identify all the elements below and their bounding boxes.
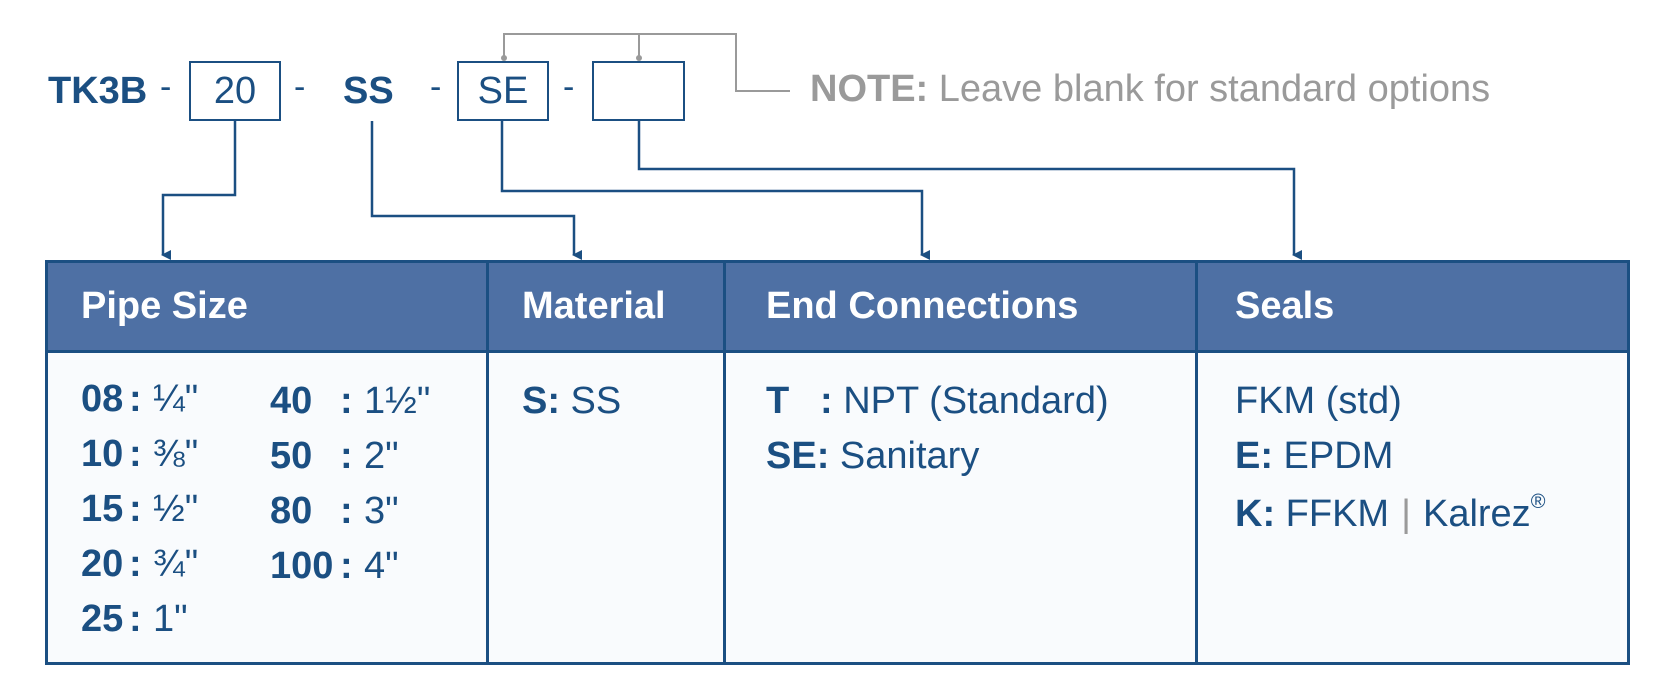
note-bracket-dot bbox=[501, 55, 507, 61]
pipe-size-option: 100:4" bbox=[270, 545, 399, 587]
seals-column: Seals FKM (std) E: EPDM K: FFKM|Kalrez® bbox=[1198, 263, 1627, 662]
end-connections-header-label: End Connections bbox=[766, 285, 1079, 327]
pipe-size-header: Pipe Size bbox=[48, 263, 486, 353]
registered-mark: ® bbox=[1530, 491, 1546, 513]
code-dash: - bbox=[563, 68, 575, 106]
seals-header: Seals bbox=[1198, 263, 1627, 353]
model-prefix: TK3B bbox=[48, 70, 148, 112]
pipe-size-option: 40:1½" bbox=[270, 380, 431, 422]
connector-size bbox=[161, 121, 237, 260]
pipe-size-column: Pipe Size 08:¼" 10:⅜" 15:½" 20:¾" 25:1" … bbox=[48, 263, 489, 662]
pipe-size-option: 10:⅜" bbox=[81, 433, 199, 475]
material-header: Material bbox=[489, 263, 723, 353]
note-bracket-dot bbox=[636, 55, 642, 61]
seal-option: K: FFKM|Kalrez® bbox=[1235, 491, 1546, 535]
note-bracket-line bbox=[503, 33, 790, 92]
material-code: SS bbox=[343, 70, 394, 112]
code-dash: - bbox=[294, 68, 306, 106]
connector-end bbox=[500, 121, 930, 260]
note-label: NOTE: bbox=[810, 68, 929, 110]
code-dash: - bbox=[430, 68, 442, 106]
connector-seal bbox=[637, 121, 1302, 260]
pipe-size-option: 08:¼" bbox=[81, 378, 199, 420]
end-connections-column: End Connections T: NPT (Standard) SE: Sa… bbox=[726, 263, 1198, 662]
options-table: Pipe Size 08:¼" 10:⅜" 15:½" 20:¾" 25:1" … bbox=[45, 260, 1630, 665]
material-column: Material S: SS bbox=[489, 263, 726, 662]
end-code-box: SE bbox=[457, 61, 549, 121]
material-header-label: Material bbox=[522, 285, 666, 327]
end-connection-option: T: NPT (Standard) bbox=[766, 380, 1109, 422]
pipe-size-option: 50:2" bbox=[270, 435, 399, 477]
note-text: NOTE: Leave blank for standard options bbox=[810, 70, 1490, 108]
end-connection-option: SE: Sanitary bbox=[766, 435, 980, 477]
code-dash: - bbox=[160, 68, 172, 106]
pipe-size-option: 15:½" bbox=[81, 488, 199, 530]
seals-header-label: Seals bbox=[1235, 285, 1335, 327]
size-code-box: 20 bbox=[189, 61, 281, 121]
end-connections-header: End Connections bbox=[726, 263, 1195, 353]
pipe-size-option: 80:3" bbox=[270, 490, 399, 532]
connector-material bbox=[370, 121, 582, 260]
seal-option: E: EPDM bbox=[1235, 435, 1394, 477]
seal-code-box bbox=[592, 61, 685, 121]
note-body: Leave blank for standard options bbox=[928, 68, 1491, 110]
material-option: S: SS bbox=[522, 380, 622, 422]
pipe-size-option: 20:¾" bbox=[81, 543, 199, 585]
seal-option: FKM (std) bbox=[1235, 380, 1402, 422]
pipe-size-option: 25:1" bbox=[81, 598, 188, 640]
pipe-size-header-label: Pipe Size bbox=[81, 285, 248, 327]
